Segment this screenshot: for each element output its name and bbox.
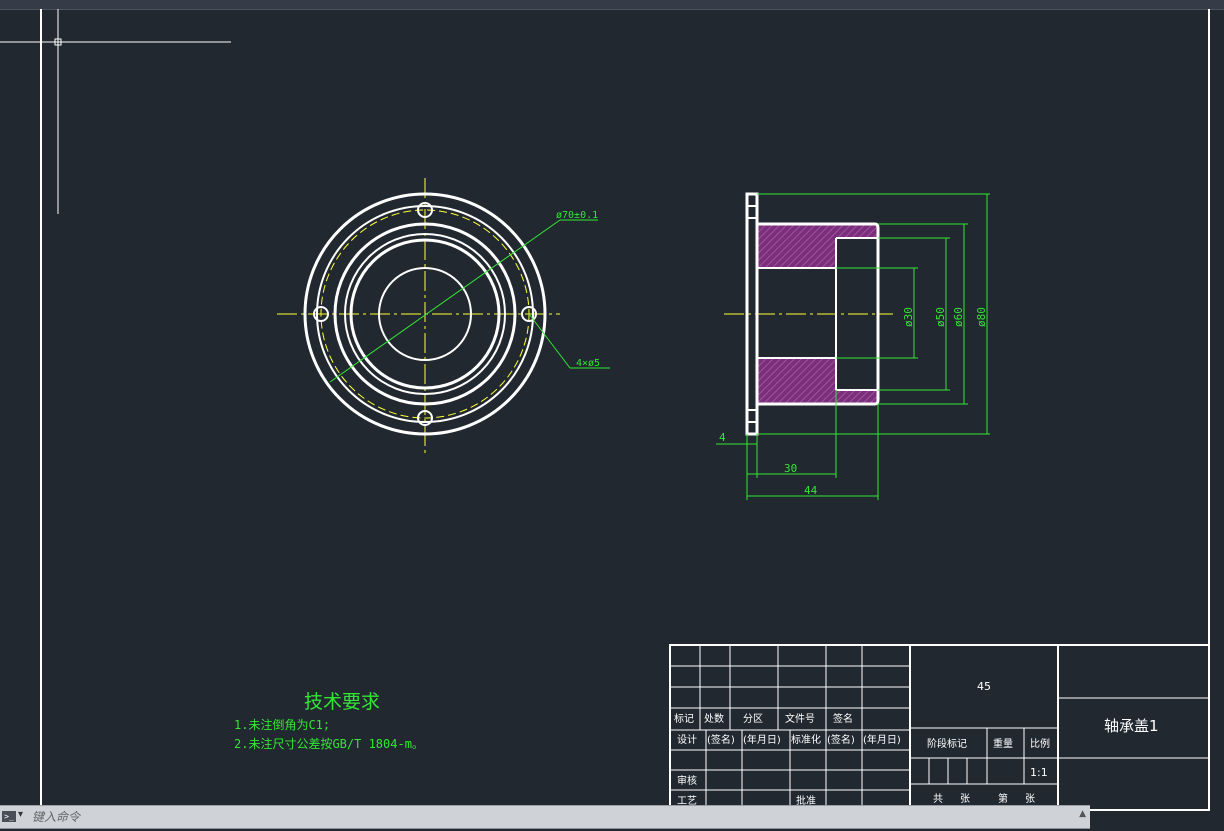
title-header-cell: 标记 <box>674 713 694 725</box>
section-view[interactable]: ø30 ø50 ø60 ø80 4 30 44 <box>716 192 990 500</box>
title-sign-cell: (年月日) <box>863 733 901 746</box>
hatch-upper <box>757 224 878 268</box>
dim-d60: ø60 <box>952 307 965 327</box>
stage-label: 阶段标记 <box>927 737 967 750</box>
dim-d80: ø80 <box>975 307 988 327</box>
total-label: 共 <box>933 793 943 805</box>
tech-requirements[interactable]: 技术要求 1.未注倒角为C1; 2.未注尺寸公差按GB/T 1804-m。 <box>234 691 424 751</box>
crosshair-cursor-icon <box>0 9 231 214</box>
title-header-cell: 分区 <box>743 713 763 725</box>
review-label: 审核 <box>677 774 697 787</box>
dim-d30: ø30 <box>902 307 915 327</box>
scale-value: 1:1 <box>1030 766 1048 779</box>
dim-30: 30 <box>784 462 797 475</box>
title-sign-cell: 标准化 <box>791 733 821 746</box>
dim-4: 4 <box>719 431 726 444</box>
top-toolbar-edge <box>0 0 1224 10</box>
scale-label: 比例 <box>1030 737 1050 750</box>
command-line[interactable]: >_ ▾ ▲ <box>0 805 1090 829</box>
title-sign-cell: 设计 <box>677 733 697 746</box>
tech-requirement-item: 2.未注尺寸公差按GB/T 1804-m。 <box>234 736 424 751</box>
command-input[interactable] <box>32 808 1072 825</box>
dim-d50: ø50 <box>934 307 947 327</box>
title-header-cell: 文件号 <box>785 712 815 725</box>
tech-requirement-item: 1.未注倒角为C1; <box>234 717 330 732</box>
section-dimensions <box>716 193 990 500</box>
nth-label: 第 <box>998 792 1008 805</box>
front-view-leaders <box>329 219 610 383</box>
chevron-up-icon[interactable]: ▲ <box>1079 809 1086 819</box>
holes-dimension-label: 4×ø5 <box>576 358 600 369</box>
title-block[interactable]: 标记 处数 分区 文件号 签名 设计 (签名) (年月日) 标准化 (签名) (… <box>669 644 1210 811</box>
drawing-frame <box>40 9 1210 811</box>
bolt-holes <box>313 202 537 426</box>
hatch-lower <box>757 358 878 404</box>
part-name: 轴承盖1 <box>1104 717 1159 735</box>
dim-44: 44 <box>804 484 818 497</box>
title-sign-cell: (年月日) <box>743 733 781 746</box>
weight-label: 重量 <box>993 737 1013 750</box>
process-label: 工艺 <box>677 795 697 807</box>
front-view[interactable]: ø70±0.1 4×ø5 <box>277 178 610 455</box>
pcd-dimension-label: ø70±0.1 <box>556 210 598 221</box>
tech-requirements-title: 技术要求 <box>304 691 380 713</box>
sheet-label-2: 张 <box>1025 793 1035 805</box>
material-value: 45 <box>977 680 991 693</box>
approve-label: 批准 <box>796 794 816 807</box>
chevron-down-icon[interactable]: ▾ <box>18 809 24 820</box>
title-sign-cell: (签名) <box>827 733 855 746</box>
title-header-cell: 签名 <box>833 712 853 725</box>
command-prompt-icon[interactable]: >_ <box>2 811 16 822</box>
title-sign-cell: (签名) <box>707 733 735 746</box>
sheet-label: 张 <box>960 793 970 805</box>
title-header-cell: 处数 <box>704 712 724 725</box>
